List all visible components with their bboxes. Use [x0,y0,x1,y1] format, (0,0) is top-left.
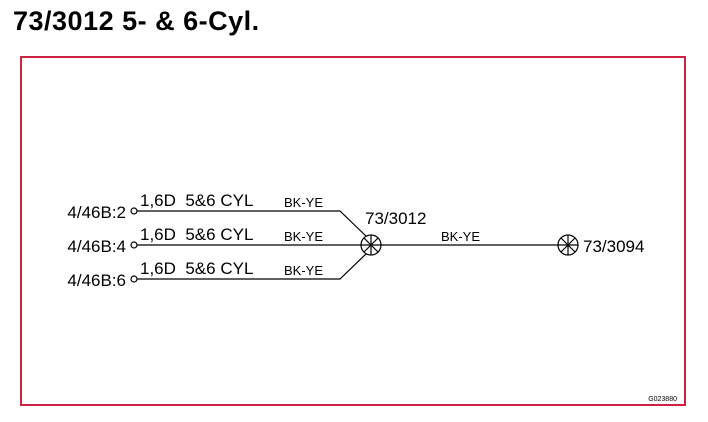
connector-label-3: 4/46B:6 [67,271,126,290]
diagram-frame [20,56,686,406]
splice-label: 73/3012 [365,209,426,228]
figure-code: G023880 [648,396,677,403]
connector-pin-1 [130,207,138,215]
page-title: 73/3012 5- & 6-Cyl. [13,6,260,36]
connector-pin-3 [130,275,138,283]
connector-label-1: 4/46B:2 [67,203,126,222]
wire-label-1: 1,6D 5&6 CYL [140,191,253,210]
connector-pin-2 [130,241,138,249]
wire-1 [137,210,369,239]
wire-label-2: 1,6D 5&6 CYL [140,225,253,244]
wire-label-3: 1,6D 5&6 CYL [140,259,253,278]
splice-cross-circle-icon [360,234,382,256]
wire-color-1: BK-YE [284,195,323,210]
ground-label: 73/3094 [583,237,644,256]
connector-label-2: 4/46B:4 [67,237,126,256]
wire-3 [137,251,369,280]
wire-color-2: BK-YE [284,229,323,244]
wire-color-3: BK-YE [284,263,323,278]
ground-cross-circle-icon [557,234,579,256]
splice-out-color: BK-YE [441,229,480,244]
